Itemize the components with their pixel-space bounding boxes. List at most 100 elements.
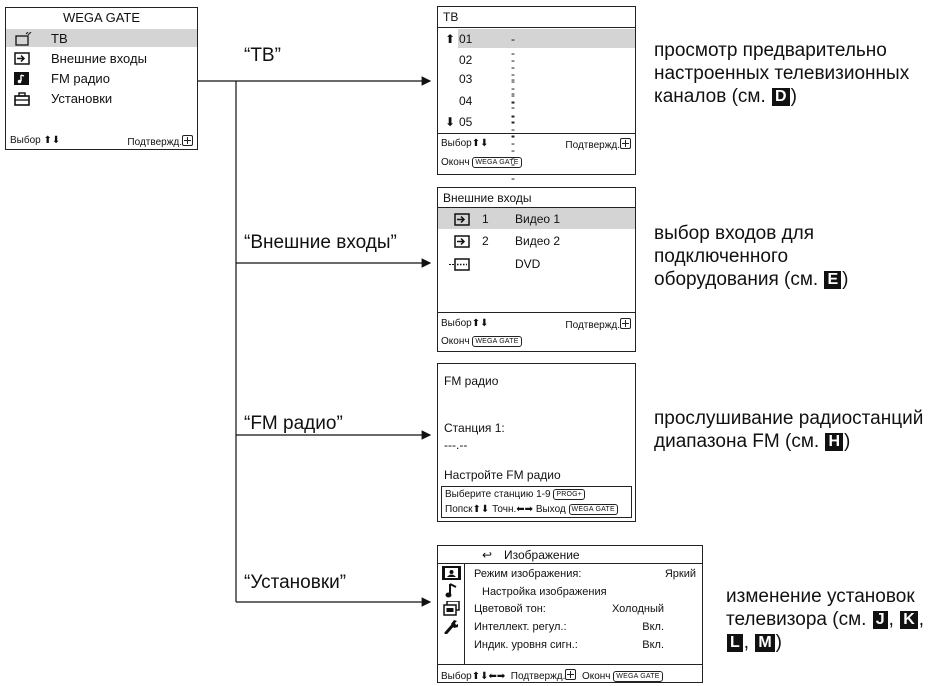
tv-icon xyxy=(15,31,32,49)
inputs-row-dvd[interactable]: DVD xyxy=(515,257,541,271)
main-menu-footer-select: Выбор ⬆⬇ xyxy=(10,135,60,146)
tv-channel-row[interactable]: 02----- xyxy=(459,53,516,123)
settings-row-color-tone[interactable]: Цветовой тон:Холодный xyxy=(474,603,664,615)
fm-screen-title: FM радио xyxy=(444,374,499,388)
down-arrow-icon: ⬇ xyxy=(445,115,456,129)
tv-channel-row[interactable]: 03----- xyxy=(459,72,516,142)
fm-screen-panel: FM радио Станция 1: ---.-- Настройте FM … xyxy=(437,363,636,522)
dvd-input-icon xyxy=(449,258,473,275)
desc-fm: прослушивание радиостанций диапазона FM … xyxy=(654,408,924,452)
enter-key-icon xyxy=(182,135,193,146)
setting-value: Вкл. xyxy=(642,621,664,633)
main-menu-title: WEGA GATE xyxy=(62,10,141,25)
input-icon xyxy=(14,52,31,69)
enter-key-icon xyxy=(620,318,631,329)
return-icon: ↩ xyxy=(482,548,493,562)
ref-letter: H xyxy=(825,433,844,451)
input-icon xyxy=(454,235,471,252)
setting-value: Вкл. xyxy=(642,639,664,651)
ref-letter: L xyxy=(727,634,743,652)
desc-settings: изменение установок телевизора (см. J, K… xyxy=(726,586,925,653)
main-menu-item-settings[interactable]: Установки xyxy=(51,91,113,106)
up-arrow-icon: ⬆ xyxy=(445,32,456,46)
inputs-screen-title: Внешние входы xyxy=(443,191,532,205)
up-down-arrows-icon: ⬆⬇ xyxy=(471,138,489,149)
fm-hint-box xyxy=(441,486,632,518)
branch-label-settings: “Установки” xyxy=(244,572,347,593)
settings-row-intellect[interactable]: Интеллект. регул.:Вкл. xyxy=(474,621,664,633)
tv-channel-highlight xyxy=(458,29,635,48)
inputs-footer-confirm: Подтвержд. xyxy=(565,318,631,331)
settings-footer: Выбор⬆⬇⬅➡ Подтвержд. Оконч WEGA GATE xyxy=(441,669,663,682)
fm-hint-line2: Попск⬆⬇ Точн.⬅➡ Выход WEGA GATE xyxy=(445,504,618,515)
tv-channel-row[interactable]: 05----- xyxy=(459,115,516,185)
toolbox-icon xyxy=(14,92,31,109)
tv-channel-row[interactable]: 01----- xyxy=(459,32,516,102)
main-menu-footer-confirm: Подтвержд. xyxy=(127,135,193,148)
channel-name: ----- xyxy=(511,53,516,123)
fm-tune-prompt: Настройте FM радио xyxy=(444,468,561,482)
wrench-icon[interactable] xyxy=(444,619,459,637)
prog-plus-key: PROG+ xyxy=(553,489,586,500)
wega-gate-key: WEGA GATE xyxy=(472,157,522,168)
tv-screen-title: ТВ xyxy=(443,10,459,24)
main-menu-item-tv[interactable]: ТВ xyxy=(51,31,68,46)
channel-name: ----- xyxy=(511,32,516,102)
settings-title-divider xyxy=(438,563,702,564)
settings-row-picture-adjust[interactable]: Настройка изображения xyxy=(482,586,607,598)
up-down-arrows-icon: ⬆⬇ xyxy=(471,318,489,329)
inputs-row-highlight xyxy=(438,208,635,229)
main-menu-highlight xyxy=(6,29,197,47)
inputs-row-num: 2 xyxy=(482,234,489,248)
picture-icon[interactable] xyxy=(442,566,461,583)
ref-letter: E xyxy=(824,271,842,289)
up-down-arrows-icon: ⬆⬇ xyxy=(472,504,490,515)
settings-sidebar xyxy=(438,563,465,664)
fm-frequency: ---.-- xyxy=(444,438,468,452)
tv-channel-row[interactable]: 04----- xyxy=(459,94,516,164)
fm-hint-line1: Выберите станцию 1-9 PROG+ xyxy=(445,489,586,500)
tv-footer-select: Выбор⬆⬇ xyxy=(441,138,489,149)
tv-title-divider xyxy=(438,27,635,28)
inputs-footer-select: Выбор⬆⬇ xyxy=(441,318,489,329)
channel-name: ----- xyxy=(511,115,516,185)
wega-gate-key: WEGA GATE xyxy=(568,504,618,515)
input-icon xyxy=(454,213,471,230)
main-menu-panel: WEGA GATE ТВ Внешние входы FM радио Уста… xyxy=(5,7,198,150)
music-note-icon[interactable] xyxy=(445,583,459,602)
inputs-row-video1[interactable]: Видео 1 xyxy=(515,212,561,226)
fm-station-label: Станция 1: xyxy=(444,421,505,435)
main-menu-item-inputs[interactable]: Внешние входы xyxy=(51,51,147,66)
settings-screen-title: Изображение xyxy=(504,548,580,562)
wega-gate-key: WEGA GATE xyxy=(472,336,522,347)
tv-footer-end: Оконч WEGA GATE xyxy=(441,157,522,168)
inputs-footer-end: Оконч WEGA GATE xyxy=(441,336,522,347)
tv-footer-divider xyxy=(438,133,635,134)
four-arrows-icon: ⬆⬇⬅➡ xyxy=(471,671,506,682)
desc-tv: просмотр предварительно настроенных теле… xyxy=(654,40,910,107)
channel-name: ----- xyxy=(511,72,516,142)
ref-letter: J xyxy=(872,611,888,629)
desc-inputs: выбор входов для подключенного оборудова… xyxy=(654,223,849,290)
footer-select-label: Выбор xyxy=(10,135,41,146)
ref-letter: K xyxy=(900,611,918,629)
settings-row-signal[interactable]: Индик. уровня сигн.:Вкл. xyxy=(474,639,664,651)
tv-footer-confirm: Подтвержд. xyxy=(565,138,631,151)
inputs-title-divider xyxy=(438,207,635,208)
ref-letter: D xyxy=(772,88,790,106)
left-right-arrows-icon: ⬅➡ xyxy=(516,504,534,515)
settings-row-picture-mode[interactable]: Режим изображения:Яркий xyxy=(474,568,696,580)
branch-label-fm: “FM радио” xyxy=(244,413,343,434)
settings-footer-divider xyxy=(438,664,702,665)
channel-icon[interactable] xyxy=(443,600,460,619)
enter-key-icon xyxy=(620,138,631,149)
ref-letter: M xyxy=(755,634,775,652)
tv-screen-panel: ТВ ⬆ 01----- 02----- 03----- 04----- ⬇ 0… xyxy=(437,6,636,185)
music-note-icon xyxy=(14,72,31,89)
inputs-screen-panel: Внешние входы 1 Видео 1 2 Видео 2 DVD Вы… xyxy=(437,187,636,352)
inputs-row-video2[interactable]: Видео 2 xyxy=(515,234,561,248)
main-menu-item-fm[interactable]: FM радио xyxy=(51,71,110,86)
up-down-arrows-icon: ⬆⬇ xyxy=(43,135,61,146)
footer-confirm-label: Подтвержд. xyxy=(127,137,182,148)
inputs-row-num: 1 xyxy=(482,212,489,226)
